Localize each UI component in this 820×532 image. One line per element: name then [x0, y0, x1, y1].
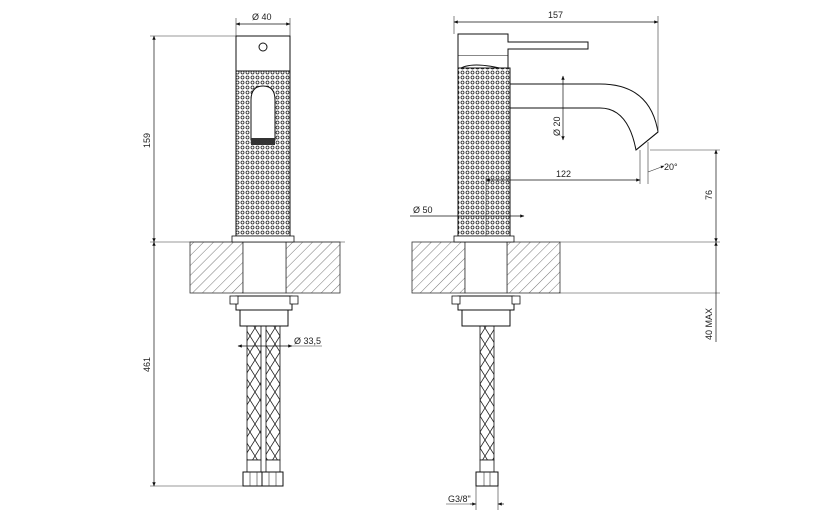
dim-hose-diameter: Ø 33,5	[294, 336, 321, 346]
lever-pin-icon	[258, 42, 268, 52]
dim-spout-angle: 20°	[664, 162, 678, 172]
dim-outlet-height: 76	[704, 190, 714, 200]
dim-total-height: 461	[142, 357, 152, 372]
hose-side	[479, 325, 495, 461]
dim-spout-diameter: Ø 20	[552, 116, 562, 136]
dim-body-height: 159	[142, 133, 152, 148]
deck-left-hatch	[189, 241, 244, 294]
deck-right-hatch	[285, 241, 341, 294]
lever-handle	[457, 33, 589, 57]
dim-base-diameter: Ø 50	[413, 205, 433, 215]
dim-body-diameter: Ø 40	[252, 12, 272, 22]
deck-right-hatch-side	[506, 241, 561, 294]
fixing-nut	[235, 295, 293, 311]
dim-total-width: 157	[548, 10, 563, 20]
deck-bore	[242, 241, 287, 294]
spout-opening	[250, 85, 276, 141]
front-view: Ø 40 159 461 Ø 33,5	[142, 12, 345, 487]
spout	[509, 83, 659, 151]
body-cap	[235, 35, 291, 72]
deck-left-hatch-side	[411, 241, 466, 294]
knurled-body-side	[457, 67, 511, 237]
dim-spout-reach: 122	[556, 169, 571, 179]
dim-deck-max: 40 MAX	[704, 308, 714, 340]
side-view: 157 Ø 20 122 20° Ø 50 76 40 MAX G3/8"	[410, 10, 720, 510]
dim-thread: G3/8"	[448, 494, 471, 504]
